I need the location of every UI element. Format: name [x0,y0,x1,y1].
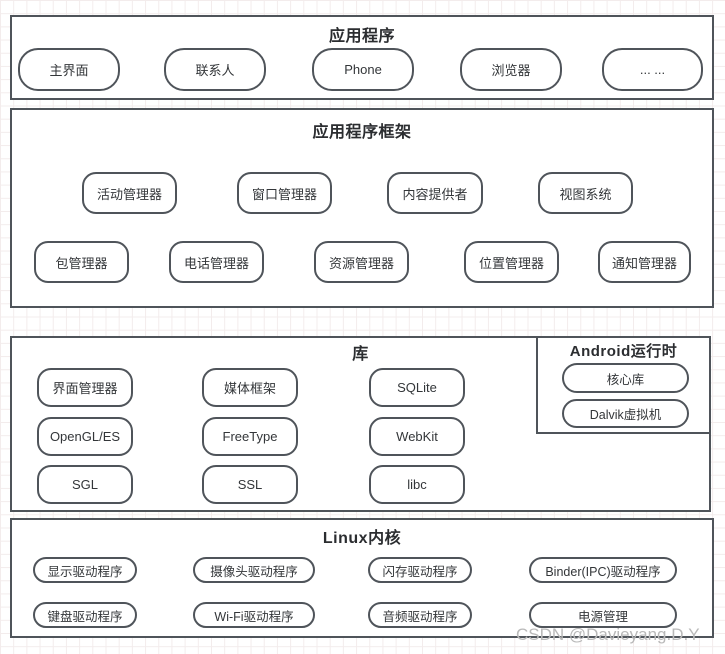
node-libc: libc [369,465,465,504]
node-core-libraries: 核心库 [562,363,689,393]
node-binder-ipc-driver: Binder(IPC)驱动程序 [529,557,677,583]
libraries-title: 库 [352,346,369,363]
node-location-manager: 位置管理器 [464,241,559,283]
node-freetype: FreeType [202,417,298,456]
node-flash-memory-driver: 闪存驱动程序 [368,557,472,583]
node-ssl: SSL [202,465,298,504]
node-notification-manager: 通知管理器 [598,241,691,283]
node-power-management: 电源管理 [529,602,677,628]
android-runtime-title: Android运行时 [569,343,678,360]
node-browser: 浏览器 [460,48,562,91]
node-package-manager: 包管理器 [34,241,129,283]
applications-layer-title: 应用程序 [328,28,395,45]
node-sqlite: SQLite [369,368,465,407]
application-framework-title: 应用程序框架 [312,124,412,141]
node-webkit: WebKit [369,417,465,456]
node-phone: Phone [312,48,414,91]
node-view-system: 视图系统 [538,172,633,214]
node-resource-manager: 资源管理器 [314,241,409,283]
node-content-providers: 内容提供者 [387,172,483,214]
node-keypad-driver: 键盘驱动程序 [33,602,137,628]
node-opengl-es: OpenGL/ES [37,417,133,456]
csdn-watermark: CSDN @Davieyang.D.Y [516,625,700,644]
node-wifi-driver: Wi-Fi驱动程序 [193,602,315,628]
node-media-framework: 媒体框架 [202,368,298,407]
node-contacts: 联系人 [164,48,266,91]
linux-kernel-title: Linux内核 [322,530,402,547]
node-camera-driver: 摄像头驱动程序 [193,557,315,583]
node-telephony-manager: 电话管理器 [169,241,264,283]
applications-layer: 应用程序 主界面 联系人 Phone 浏览器 ... ... [10,15,714,100]
node-surface-manager: 界面管理器 [37,368,133,407]
node-window-manager: 窗口管理器 [237,172,332,214]
node-display-driver: 显示驱动程序 [33,557,137,583]
android-runtime-box: Android运行时 核心库 Dalvik虚拟机 [536,336,711,434]
application-framework-layer: 应用程序框架 活动管理器 窗口管理器 内容提供者 视图系统 包管理器 电话管理器… [10,108,714,308]
node-sgl: SGL [37,465,133,504]
node-main-screen: 主界面 [18,48,120,91]
node-audio-driver: 音频驱动程序 [368,602,472,628]
node-dalvik-vm: Dalvik虚拟机 [562,399,689,428]
node-more-apps: ... ... [602,48,703,91]
node-activity-manager: 活动管理器 [82,172,177,214]
linux-kernel-layer: Linux内核 显示驱动程序 摄像头驱动程序 闪存驱动程序 Binder(IPC… [10,518,714,638]
